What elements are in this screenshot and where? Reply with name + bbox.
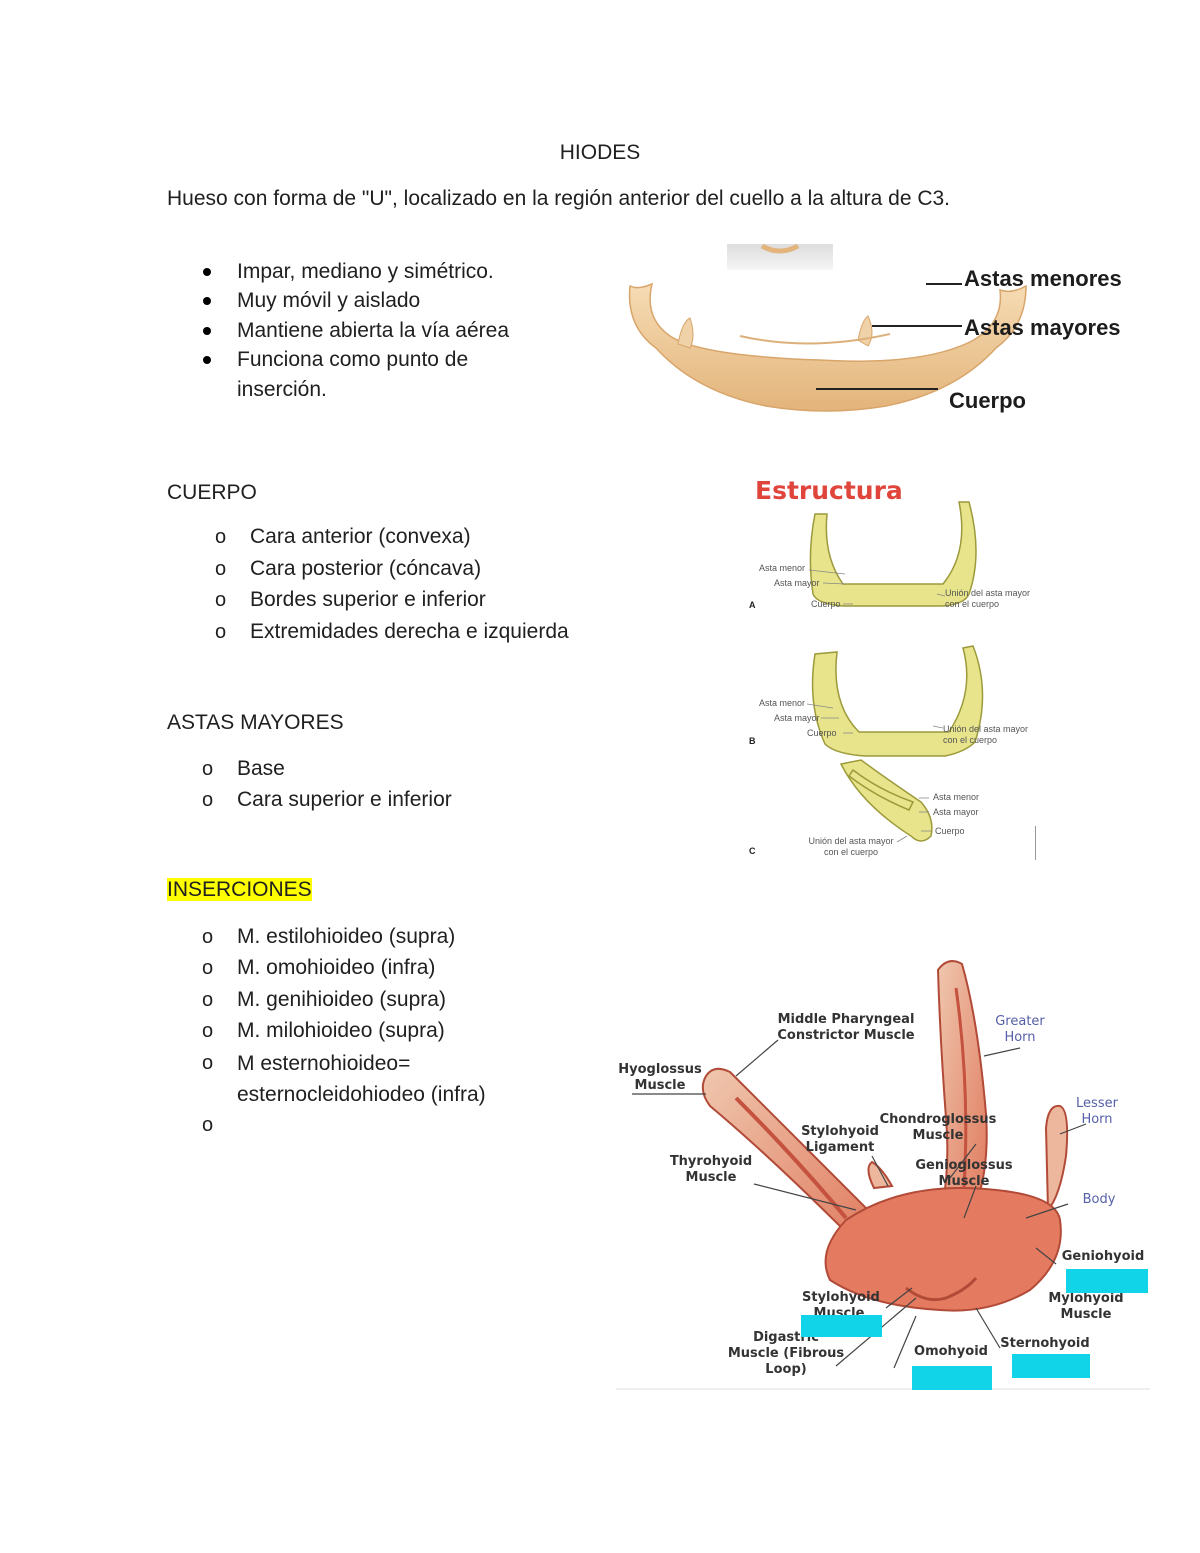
divider [1035,826,1036,860]
list-marker: o [202,957,214,979]
list-item: Extremidades derecha e izquierda [250,620,569,643]
label-lesser-horn: Lesser Horn [1076,1096,1118,1127]
list-item: Cara anterior (convexa) [250,525,471,548]
section-heading-astas: ASTAS MAYORES [167,711,344,734]
label-union: Unión del asta mayor con el cuerpo [943,724,1029,745]
label-hyoglossus: Hyoglossus Muscle [618,1062,702,1093]
intro-paragraph: Hueso con forma de "U", localizado en la… [167,187,951,210]
label-omohyoid: Omohyoid [914,1344,988,1359]
list-marker: o [202,1052,214,1074]
figure-title: Estructura [755,476,903,505]
label-asta-menor: Asta menor [759,563,806,573]
highlight-marker [1012,1354,1090,1378]
highlight-marker [801,1315,882,1337]
list-marker: o [202,926,214,948]
page-title: HIODES [559,141,641,164]
list-item: M. milohioideo (supra) [237,1019,445,1042]
highlight-marker [912,1366,992,1390]
list-item: M. omohioideo (infra) [237,956,436,979]
list-item: M. estilohioideo (supra) [237,925,456,948]
label-mylohyoid: Mylohyoid Muscle [1048,1291,1124,1322]
leader-line [872,325,962,327]
leader-line [926,283,962,285]
list-item: M. genihioideo (supra) [237,988,446,1011]
label-cuerpo: Cuerpo [807,728,837,738]
label-astas-mayores: Astas mayores [964,315,1121,340]
label-asta-mayor: Asta mayor [933,807,979,817]
list-item: Cara posterior (cóncava) [250,557,482,580]
leader-line [816,388,938,390]
bullet-dot [203,268,211,276]
bullet-item: Funciona como punto de inserción. [237,348,469,401]
label-asta-mayor: Asta mayor [774,713,820,723]
label-middle-pharyngeal: Middle Pharyngeal Constrictor Muscle [777,1012,915,1043]
list-item: M esternohioideo= esternocleidohiodeo (i… [237,1052,486,1106]
bullet-item: Muy móvil y aislado [237,289,421,312]
list-marker: o [202,758,214,780]
label-asta-menor: Asta menor [759,698,806,708]
label-union: Unión del asta mayor con el cuerpo [945,588,1031,609]
list-marker: o [202,1020,214,1042]
label-cuerpo: Cuerpo [935,826,965,836]
list-item: Bordes superior e inferior [250,588,486,611]
bullet-dot [203,356,211,364]
panel-letter: A [749,600,756,610]
section-heading-inserciones: INSERCIONES [167,878,312,902]
label-geniohyoid: Geniohyoid [1061,1249,1145,1264]
highlighted-heading: INSERCIONES [167,878,312,901]
label-stylohyoid-ligament: Stylohyoid Ligament [801,1124,879,1155]
hyoid-bone-figure: Astas menores Astas mayores Cuerpo [620,243,1150,424]
list-marker: o [215,558,227,580]
bullet-item: Mantiene abierta la vía aérea [237,319,510,342]
label-cuerpo: Cuerpo [811,599,841,609]
list-marker: o [202,1114,214,1136]
bullet-item: Impar, mediano y simétrico. [237,260,494,283]
panel-letter: B [749,736,756,746]
label-asta-menor: Asta menor [933,792,980,802]
panel-letter: C [749,846,756,856]
section-heading-cuerpo: CUERPO [167,481,257,504]
list-marker: o [202,989,214,1011]
label-body: Body [1082,1192,1116,1207]
hyoid-bone-illustration [628,243,1027,412]
hyoid-views-illustration [806,501,984,843]
label-union: Unión del asta mayor con el cuerpo [808,836,894,857]
label-digastric: Digastric Muscle (Fibrous Loop) [727,1330,845,1377]
label-cuerpo: Cuerpo [949,388,1026,413]
label-sternohyoid: Sternohyoid [1000,1336,1090,1351]
hyoid-muscles-figure: Middle Pharyngeal Constrictor Muscle Gre… [616,948,1150,1392]
label-genioglossus: Genioglossus Muscle [915,1158,1013,1189]
label-asta-mayor: Asta mayor [774,578,820,588]
label-chondroglossus: Chondroglossus Muscle [879,1112,997,1143]
highlight-marker [1066,1269,1148,1293]
estructura-figure: Estructura Asta menor Asta mayor Cuerpo … [745,474,1045,862]
label-thyrohyoid: Thyrohyoid Muscle [669,1154,753,1185]
list-item: Cara superior e inferior [237,788,452,811]
bullet-dot [203,327,211,335]
label-greater-horn: Greater Horn [995,1014,1045,1045]
list-marker: o [215,621,227,643]
list-marker: o [202,789,214,811]
list-marker: o [215,589,227,611]
bullet-dot [203,297,211,305]
hyoid-muscles-illustration [616,948,1150,1390]
list-item: Base [237,757,285,780]
list-marker: o [215,526,227,548]
label-astas-menores: Astas menores [964,266,1122,291]
